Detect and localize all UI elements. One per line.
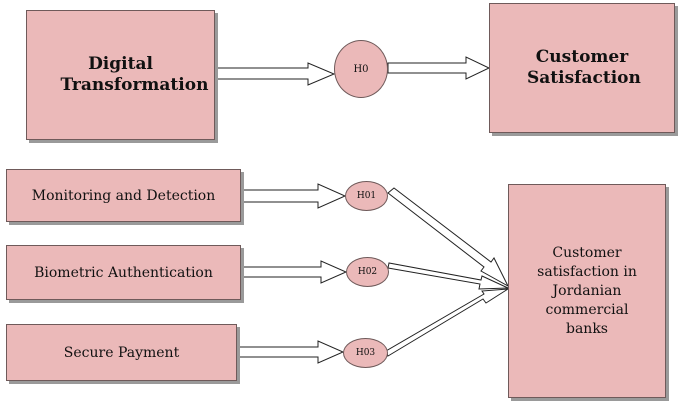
digital-transformation-label: Digital Transformation: [60, 54, 209, 95]
hypothesis-h01-label: H01: [356, 191, 377, 201]
customer-satisfaction-label: Customer Satisfaction: [527, 47, 641, 88]
arrow-h02-to-target: [387, 262, 509, 290]
hypothesis-h02-label: H02: [357, 267, 378, 277]
monitoring-detection-label: Monitoring and Detection: [31, 187, 216, 204]
arrow-dt-to-h0: [215, 62, 336, 86]
hypothesis-h0-label: H0: [353, 63, 369, 75]
hypothesis-h01: H01: [345, 181, 388, 211]
hypothesis-h02: H02: [346, 257, 389, 287]
hypothesis-h0: H0: [334, 40, 388, 98]
biometric-authentication-box: Biometric Authentication: [6, 245, 241, 300]
arrow-ba-to-h02: [240, 260, 348, 284]
secure-payment-label: Secure Payment: [63, 344, 180, 361]
hypothesis-h03-label: H03: [355, 348, 376, 358]
monitoring-detection-box: Monitoring and Detection: [6, 169, 241, 222]
secure-payment-box: Secure Payment: [6, 324, 237, 381]
arrow-md-to-h01: [240, 183, 347, 209]
biometric-authentication-label: Biometric Authentication: [34, 264, 213, 281]
arrow-h0-to-cs: [387, 56, 491, 80]
customer-satisfaction-banks-label: Customer satisfaction in Jordanian comme…: [537, 244, 637, 337]
digital-transformation-box: Digital Transformation: [26, 10, 215, 140]
hypothesis-h03: H03: [343, 338, 388, 368]
arrow-h03-to-target: [385, 288, 509, 357]
customer-satisfaction-banks-box: Customer satisfaction in Jordanian comme…: [508, 184, 666, 398]
customer-satisfaction-box: Customer Satisfaction: [489, 3, 675, 133]
arrow-sp-to-h03: [236, 340, 345, 364]
arrow-h01-to-target: [387, 187, 510, 288]
